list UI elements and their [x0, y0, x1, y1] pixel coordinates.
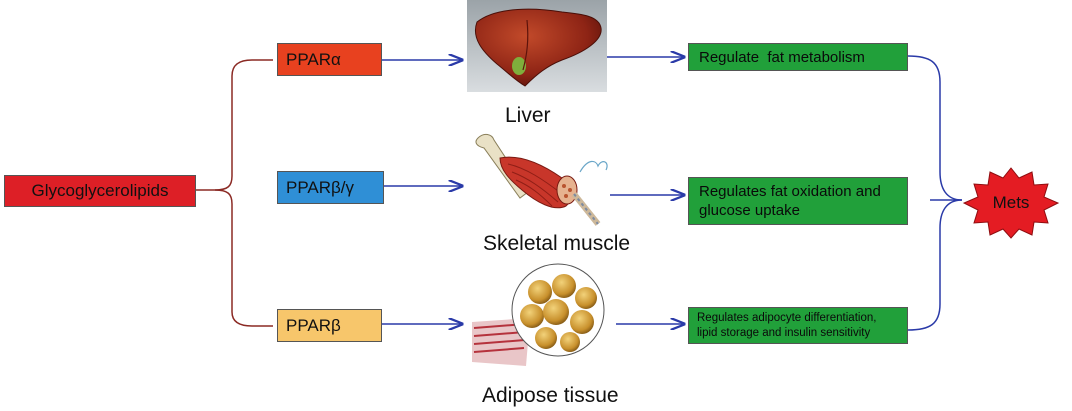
- source-brace-lower: [214, 189, 273, 327]
- effect-text-line2: lipid storage and insulin sensitivity: [697, 326, 871, 339]
- outcome-mets-starburst: [962, 167, 1060, 239]
- tissue-label-adipose-tissue: Adipose tissue: [482, 384, 619, 407]
- outcome-label: Mets: [992, 193, 1030, 212]
- tissue-label-liver: Liver: [505, 104, 551, 127]
- effect-text: Regulate fat metabolism: [699, 48, 865, 66]
- liver-illustration: [467, 0, 607, 92]
- outcome-bracket: [907, 55, 963, 331]
- effect-text-line1: Regulates fat oxidation and: [699, 183, 881, 200]
- source-label: Glycoglycerolipids: [31, 181, 169, 200]
- effect-muscle: Regulates fat oxidation and glucose upta…: [688, 177, 908, 225]
- receptor-label: PPARα: [286, 49, 341, 69]
- receptor-label: PPARβ/γ: [286, 177, 355, 197]
- receptor-ppar-alpha: PPARα: [277, 43, 382, 76]
- muscle-illustration: [475, 133, 608, 226]
- effect-text-line2: glucose uptake: [699, 202, 800, 219]
- receptor-ppar-beta: PPARβ: [277, 309, 382, 342]
- source-brace: [196, 59, 273, 191]
- tissue-label-skeletal-muscle: Skeletal muscle: [483, 232, 631, 255]
- receptor-ppar-beta-gamma: PPARβ/γ: [277, 171, 384, 204]
- effect-liver: Regulate fat metabolism: [688, 43, 908, 71]
- receptor-label: PPARβ: [286, 315, 341, 335]
- adipose-illustration: [472, 263, 605, 366]
- source-glycoglycerolipids: Glycoglycerolipids: [4, 175, 196, 207]
- effect-adipose: Regulates adipocyte differentiation, lip…: [688, 307, 908, 344]
- effect-text-line1: Regulates adipocyte differentiation,: [697, 311, 877, 324]
